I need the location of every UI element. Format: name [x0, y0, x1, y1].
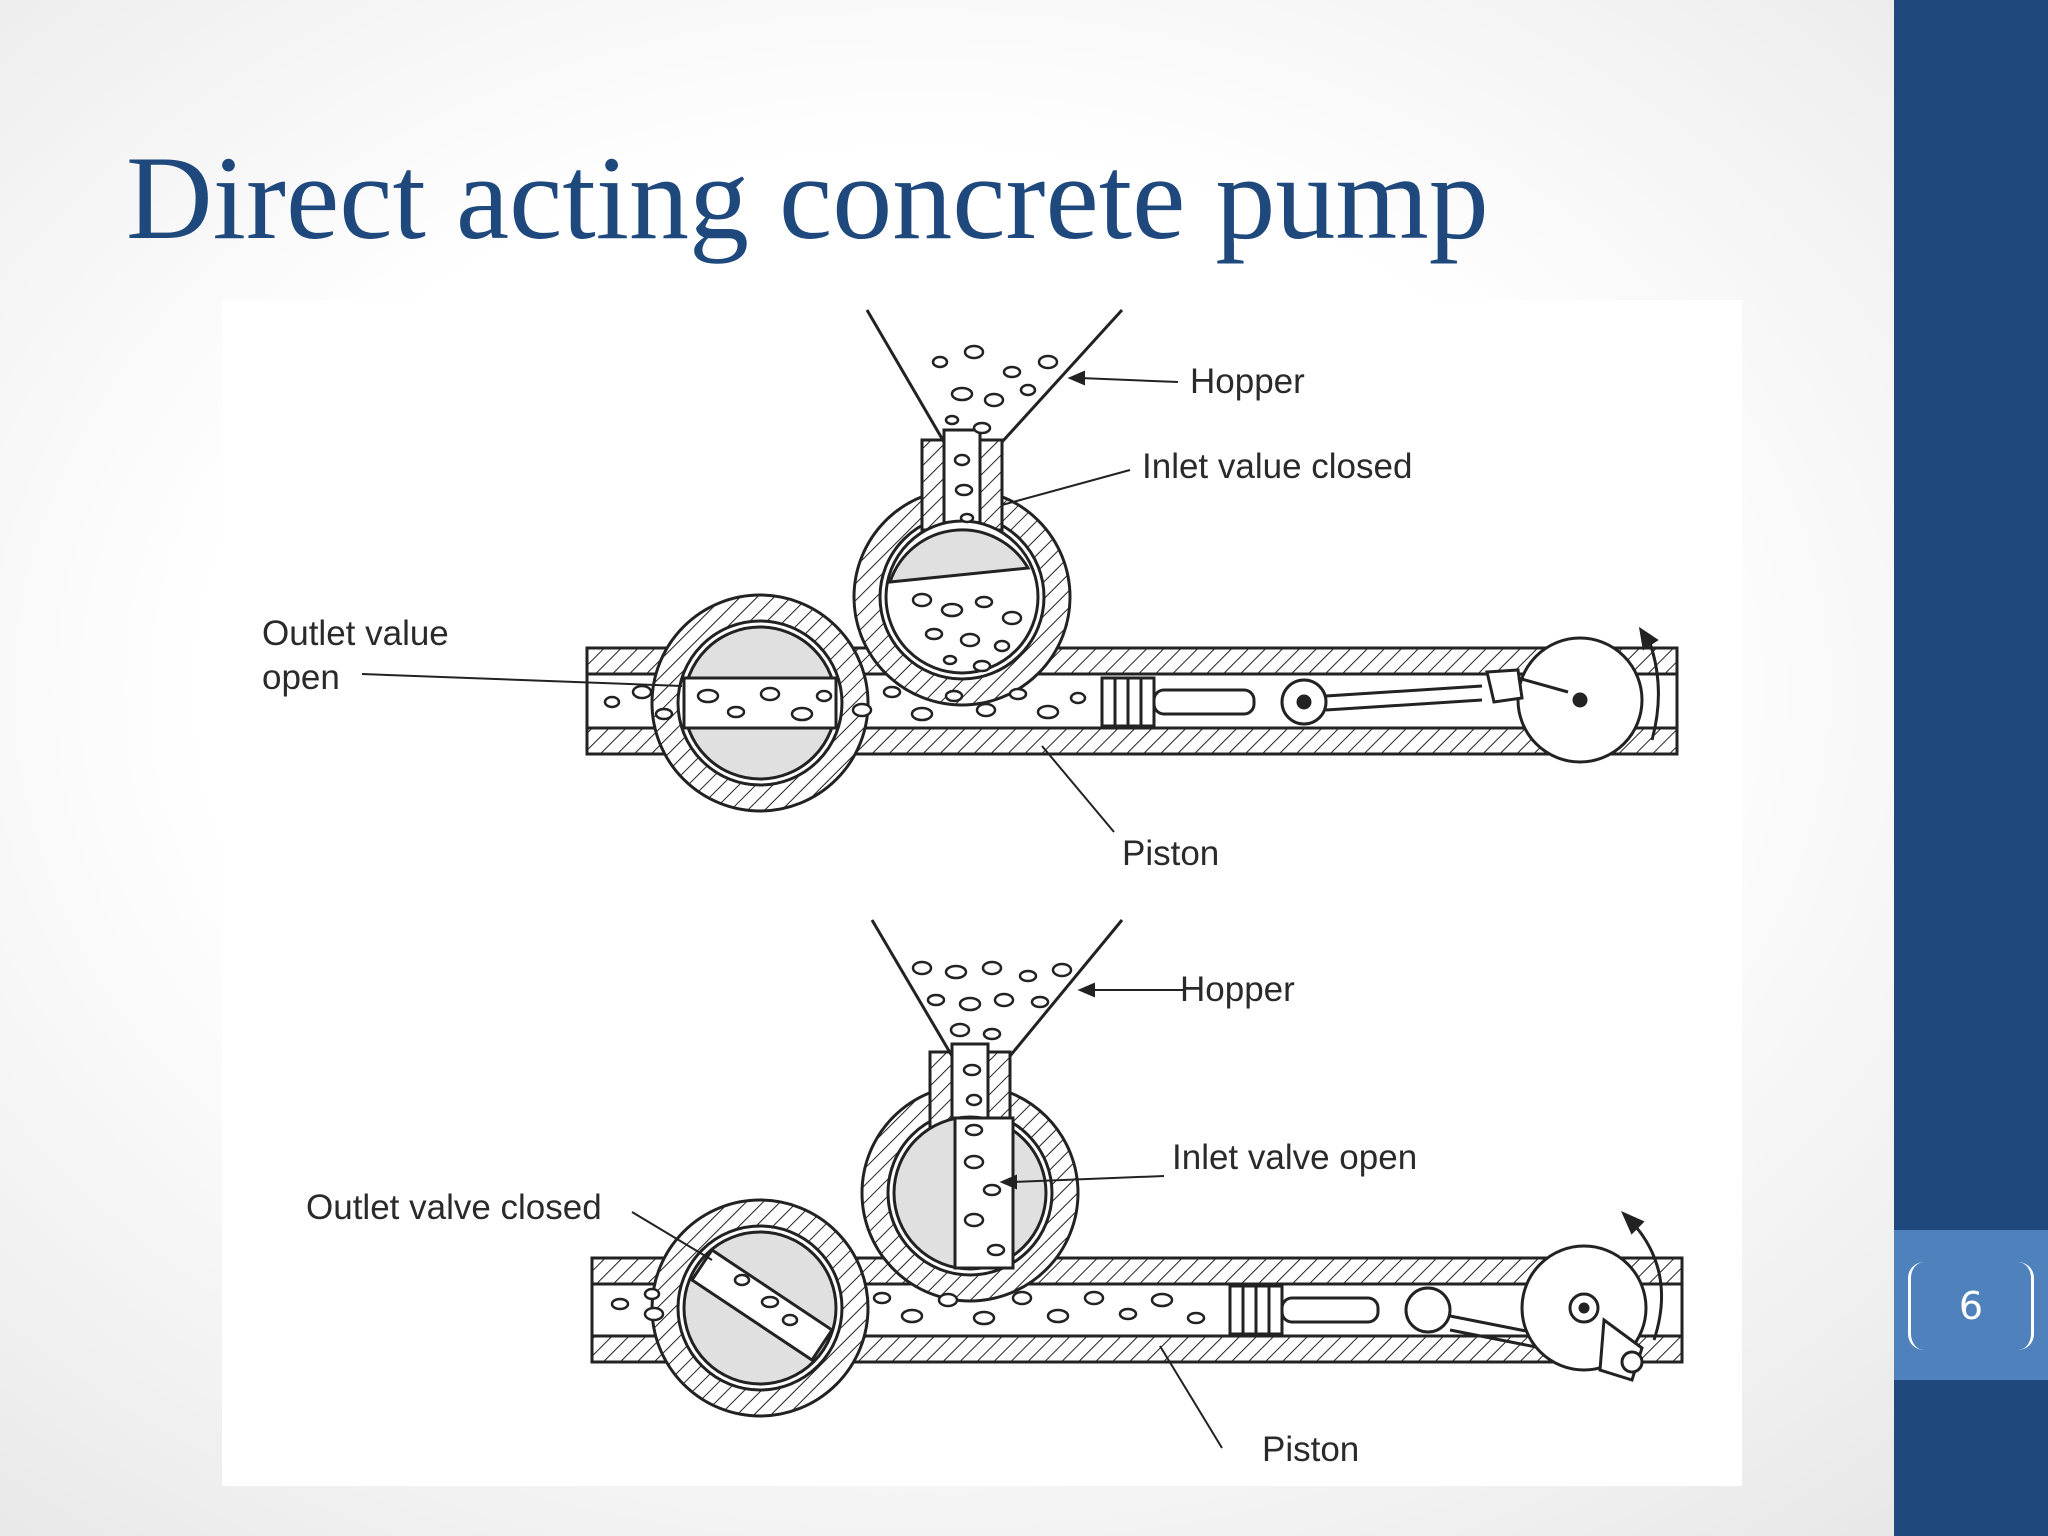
top-inlet-label: Inlet value closed: [1142, 447, 1413, 486]
top-piston-label: Piston: [1122, 834, 1220, 873]
top-pump: [361, 308, 1679, 833]
bottom-inlet-label: Inlet valve open: [1172, 1138, 1418, 1177]
bottom-hopper-label: Hopper: [1180, 970, 1295, 1009]
top-hopper-label: Hopper: [1190, 362, 1305, 401]
page-number-bracket: [1908, 1262, 2034, 1350]
bottom-outlet-label: Outlet valve closed: [306, 1188, 602, 1227]
slide-title: Direct acting concrete pump: [126, 131, 1489, 264]
bottom-pump: [590, 919, 1684, 1449]
pump-diagram-drawing: [361, 308, 1684, 1449]
page-number: 6: [1958, 1284, 1984, 1328]
bottom-piston-label: Piston: [1262, 1430, 1360, 1469]
pump-diagram: Hopper Inlet value closed Outlet value o…: [222, 300, 1742, 1486]
page-number-box: [1894, 1230, 2048, 1380]
top-outlet-label-line1: Outlet value: [262, 614, 449, 653]
top-outlet-label-line2: open: [262, 658, 340, 697]
